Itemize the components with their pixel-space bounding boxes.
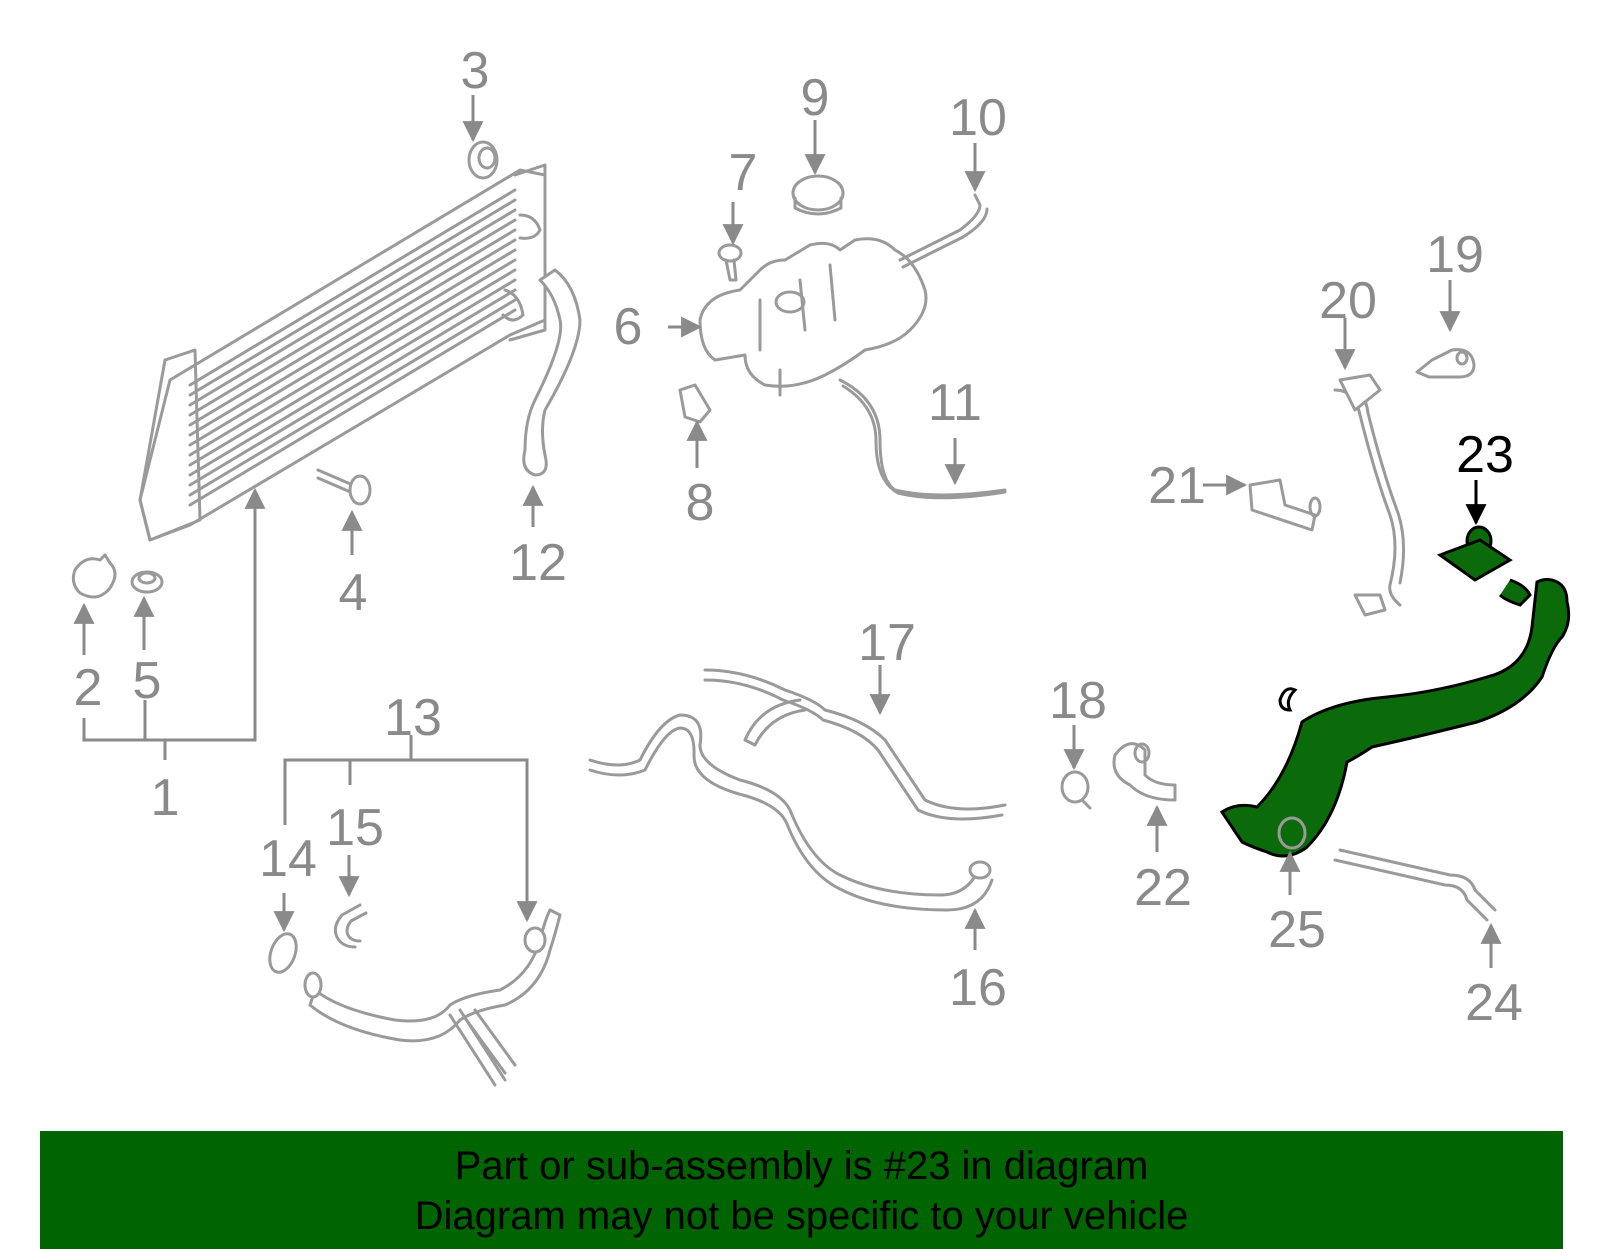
part-24-tube[interactable] xyxy=(1333,848,1497,922)
part-18-clamp[interactable] xyxy=(1060,770,1092,810)
callout-6: 6 xyxy=(614,298,643,356)
callout-12: 12 xyxy=(509,534,567,592)
part-25-clamp[interactable] xyxy=(1277,816,1307,850)
callout-14: 14 xyxy=(259,830,317,888)
callout-2: 2 xyxy=(74,659,103,717)
callout-13: 13 xyxy=(384,689,442,747)
part-3[interactable] xyxy=(467,140,499,180)
part-12[interactable] xyxy=(522,268,582,477)
part-8[interactable] xyxy=(678,383,712,424)
callout-11: 11 xyxy=(928,374,982,432)
callout-18: 18 xyxy=(1049,672,1107,730)
part-6-reservoir[interactable] xyxy=(698,237,928,397)
part-22[interactable] xyxy=(1112,742,1177,802)
callout-20: 20 xyxy=(1319,272,1377,330)
callout-22: 22 xyxy=(1134,859,1192,917)
banner-line-disclaimer: Diagram may not be specific to your vehi… xyxy=(414,1194,1189,1238)
part-15-clip[interactable] xyxy=(333,903,368,949)
part-7[interactable] xyxy=(717,243,743,282)
callout-19: 19 xyxy=(1426,226,1484,284)
part-17-hose[interactable] xyxy=(703,668,1007,821)
callout-8: 8 xyxy=(686,474,715,532)
callout-10: 10 xyxy=(949,89,1007,147)
part-5[interactable] xyxy=(130,570,164,594)
callout-7: 7 xyxy=(729,144,758,202)
radiator-part[interactable] xyxy=(138,163,547,542)
part-2[interactable] xyxy=(71,553,117,599)
part-4[interactable] xyxy=(316,468,372,506)
callout-16: 16 xyxy=(949,959,1007,1017)
callout-9: 9 xyxy=(801,69,830,127)
callout-5: 5 xyxy=(133,652,162,710)
callout-1: 1 xyxy=(151,769,180,827)
part-9[interactable] xyxy=(791,174,845,216)
info-banner: Part or sub-assembly is #23 in diagram D… xyxy=(40,1131,1563,1249)
part-16-hose[interactable] xyxy=(588,713,994,912)
callout-3: 3 xyxy=(461,42,490,100)
callout-17: 17 xyxy=(858,614,916,672)
callout-21: 21 xyxy=(1148,457,1206,515)
banner-line-part: Part or sub-assembly is #23 in diagram xyxy=(454,1144,1149,1188)
part-21-fitting[interactable] xyxy=(1248,478,1322,532)
part-11[interactable] xyxy=(838,378,1007,500)
part-13-hose[interactable] xyxy=(303,908,562,1087)
part-14-oring[interactable] xyxy=(265,930,301,976)
part-19[interactable] xyxy=(1415,348,1476,379)
callout-15: 15 xyxy=(326,799,384,857)
callout-24: 24 xyxy=(1465,974,1523,1032)
callout-23: 23 xyxy=(1456,426,1514,484)
parts-diagram: 1 2 3 4 5 6 7 8 9 10 11 12 13 14 15 16 1… xyxy=(71,42,1571,1087)
part-23-hose-highlighted[interactable] xyxy=(1219,525,1571,858)
part-20-hose[interactable] xyxy=(1333,373,1406,617)
part-10[interactable] xyxy=(898,193,989,269)
callout-25: 25 xyxy=(1268,901,1326,959)
callout-4: 4 xyxy=(339,564,368,622)
